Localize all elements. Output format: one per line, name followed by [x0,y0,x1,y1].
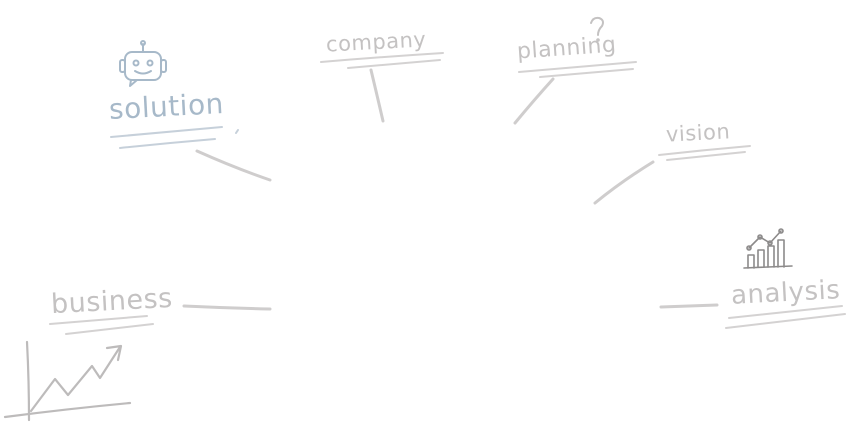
node-label-analysis: analysis [730,275,841,311]
underline-business [49,315,154,335]
node-label-vision: vision [665,119,731,147]
underline-planning [518,61,637,78]
node-label-solution: solution [108,87,225,126]
underline-solution [110,126,239,149]
question-mark-icon [590,16,604,42]
connector-planning [513,77,555,125]
connector-vision [593,160,655,205]
underline-company [320,52,444,69]
underline-vision [658,145,751,161]
bar-chart-icon [743,228,793,269]
connector-lines [182,68,719,311]
underline-analysis [725,305,846,329]
robot-icon [119,40,167,87]
node-label-company: company [325,27,427,57]
connector-company [369,68,385,123]
connector-solution [195,149,272,182]
connector-analysis [659,303,719,309]
growth-chart-icon [3,340,132,422]
node-label-business: business [50,282,174,321]
connector-business [182,304,272,311]
